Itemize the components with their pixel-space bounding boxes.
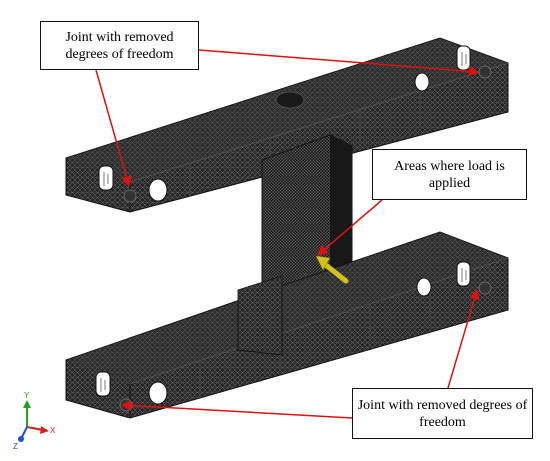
arrow-to-joint-top-right [198,49,480,77]
side-openings [148,72,432,405]
callout-joint-top-text: Joint with removed degrees of freedom [65,29,174,62]
joint-top-left [98,165,137,203]
arrow-to-joint-bottom-right [447,288,480,389]
top-beam [65,37,509,213]
joint-top-right [456,45,492,79]
arrow-to-load-area [317,199,383,256]
bottom-beam [65,231,509,419]
callout-load-areas-text: Areas where load is applied [394,158,505,191]
callout-arrows [95,49,480,419]
joint-bottom-right [456,261,492,295]
axis-label-x: X [50,426,56,435]
arrow-to-joint-bottom-left [120,400,353,419]
load-arrow [315,255,349,284]
axis-label-y: Y [24,391,30,400]
callout-joint-top: Joint with removed degrees of freedom [40,21,199,70]
axis-triad: Y X Z [13,391,56,451]
callout-load-areas: Areas where load is applied [372,149,527,200]
callout-joint-bottom-text: Joint with removed degrees of freedom [357,397,528,430]
callout-joint-bottom: Joint with removed degrees of freedom [352,388,533,439]
axis-label-z: Z [13,442,18,451]
arrow-to-joint-top-left [95,69,132,188]
